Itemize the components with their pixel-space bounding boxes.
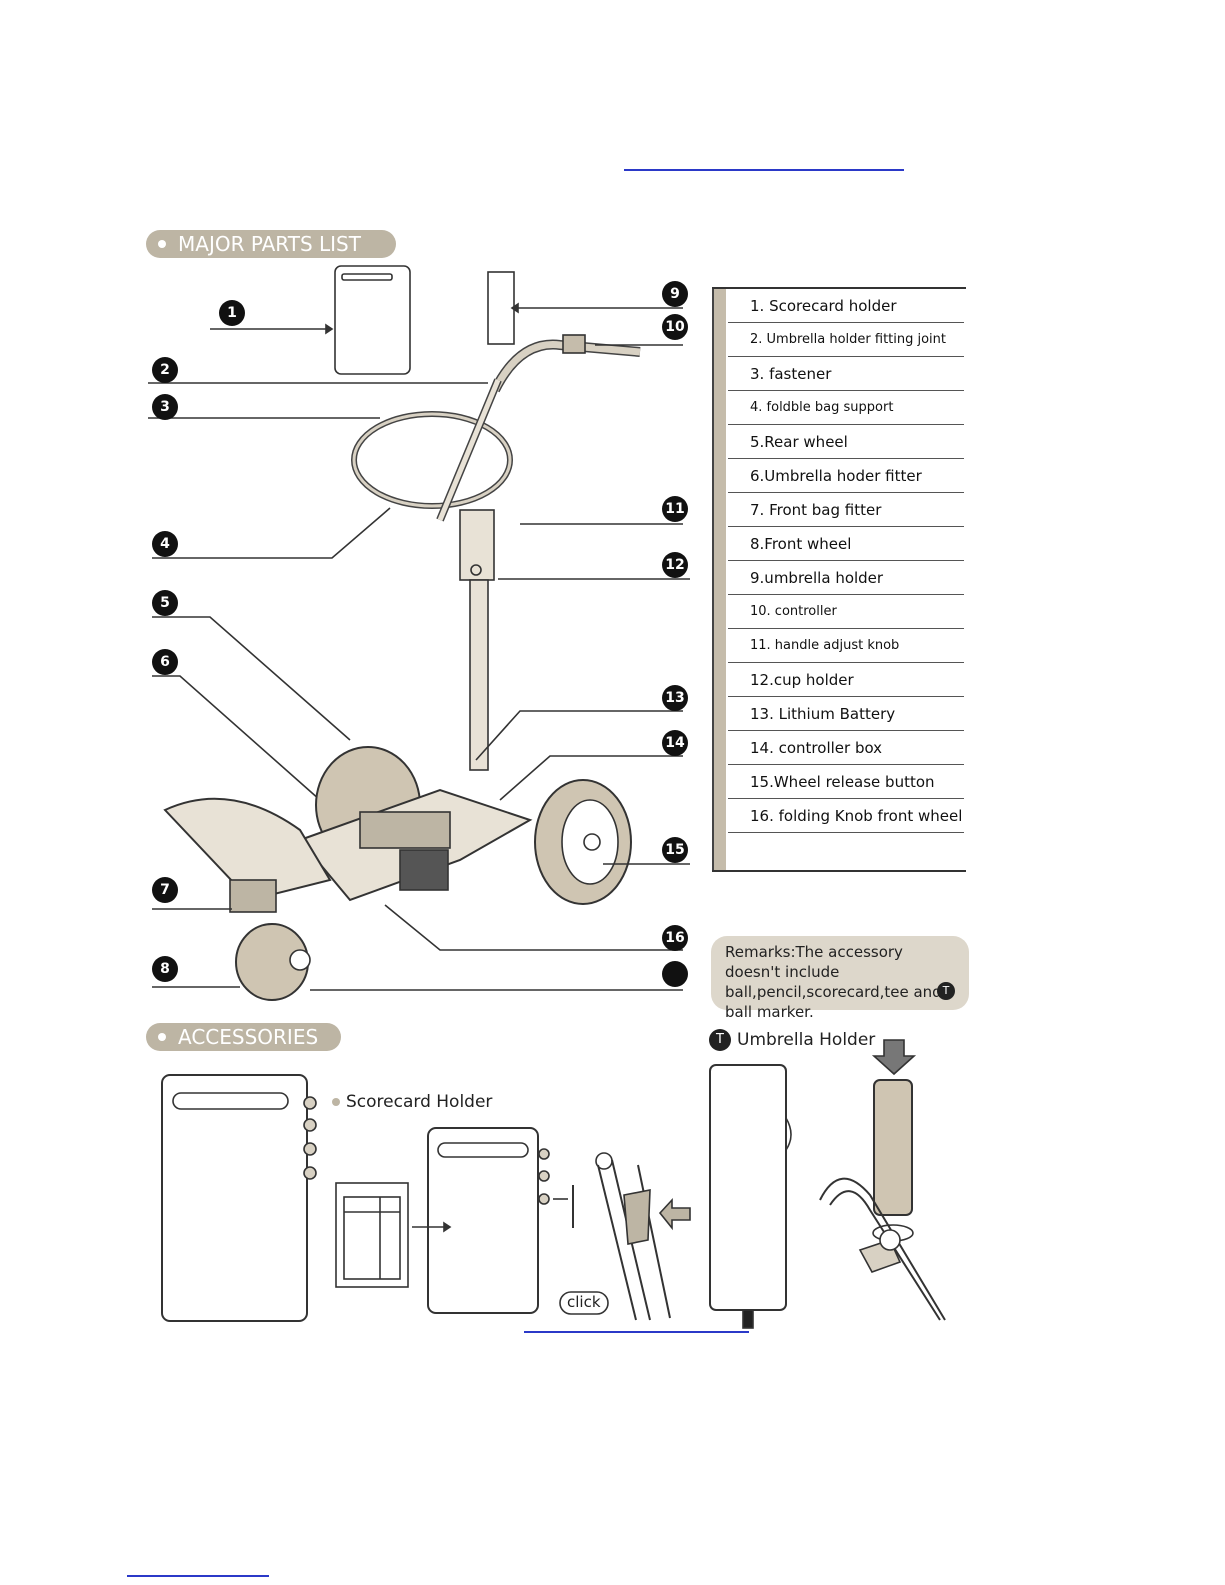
- umbrella-badge-icon: T: [937, 982, 955, 1000]
- bullet-icon: [158, 240, 166, 248]
- parts-row-3: 3. fastener: [728, 357, 964, 391]
- parts-row-2: 2. Umbrella holder fitting joint: [728, 323, 964, 357]
- callout-6: 6: [152, 649, 178, 675]
- click-label: click: [567, 1293, 601, 1311]
- callout-7: 7: [152, 877, 178, 903]
- footer-link-underline[interactable]: [127, 1575, 269, 1577]
- parts-list-top-rule: [712, 287, 966, 289]
- callout-14: 14: [662, 730, 688, 756]
- remarks-text: Remarks:The accessory doesn't include ba…: [725, 943, 942, 1021]
- callout-4: 4: [152, 531, 178, 557]
- parts-row-8: 8.Front wheel: [728, 527, 964, 561]
- umbrella-holder-icon: T: [709, 1029, 731, 1051]
- callout-blank: [662, 961, 688, 987]
- parts-row-10: 10. controller: [728, 595, 964, 629]
- callout-11: 11: [662, 496, 688, 522]
- parts-row-7: 7. Front bag fitter: [728, 493, 964, 527]
- remarks-box: Remarks:The accessory doesn't include ba…: [711, 936, 969, 1021]
- bullet-icon: [158, 1033, 166, 1041]
- callout-13: 13: [662, 685, 688, 711]
- callout-1: 1: [219, 300, 245, 326]
- parts-list-sidebar: [712, 287, 726, 872]
- parts-row-11: 11. handle adjust knob: [728, 629, 964, 663]
- callout-10: 10: [662, 314, 688, 340]
- parts-row-16: 16. folding Knob front wheel: [728, 799, 964, 833]
- parts-list-table: 1. Scorecard holder 2. Umbrella holder f…: [712, 287, 966, 872]
- parts-row-13: 13. Lithium Battery: [728, 697, 964, 731]
- accessories-heading-text: ACCESSORIES: [178, 1025, 319, 1049]
- parts-row-4: 4. foldble bag support: [728, 391, 964, 425]
- callout-5: 5: [152, 590, 178, 616]
- callout-16: 16: [662, 925, 688, 951]
- parts-row-5: 5.Rear wheel: [728, 425, 964, 459]
- callout-9: 9: [662, 281, 688, 307]
- parts-row-9: 9.umbrella holder: [728, 561, 964, 595]
- scorecard-holder-label: Scorecard Holder: [332, 1092, 492, 1112]
- parts-row-6: 6.Umbrella hoder fitter: [728, 459, 964, 493]
- header-link-underline[interactable]: [624, 169, 904, 171]
- parts-row-1: 1. Scorecard holder: [728, 289, 964, 323]
- parts-row-12: 12.cup holder: [728, 663, 964, 697]
- accessories-heading: ACCESSORIES: [146, 1023, 341, 1051]
- callout-3: 3: [152, 394, 178, 420]
- parts-row-14: 14. controller box: [728, 731, 964, 765]
- callout-12: 12: [662, 552, 688, 578]
- major-parts-heading-text: MAJOR PARTS LIST: [178, 232, 361, 256]
- parts-list-bottom-rule: [712, 870, 966, 872]
- parts-row-15: 15.Wheel release button: [728, 765, 964, 799]
- callout-8: 8: [152, 956, 178, 982]
- callout-2: 2: [152, 357, 178, 383]
- middle-link-underline[interactable]: [524, 1331, 749, 1333]
- major-parts-heading: MAJOR PARTS LIST: [146, 230, 396, 258]
- bullet-icon: [332, 1098, 340, 1106]
- callout-15: 15: [662, 837, 688, 863]
